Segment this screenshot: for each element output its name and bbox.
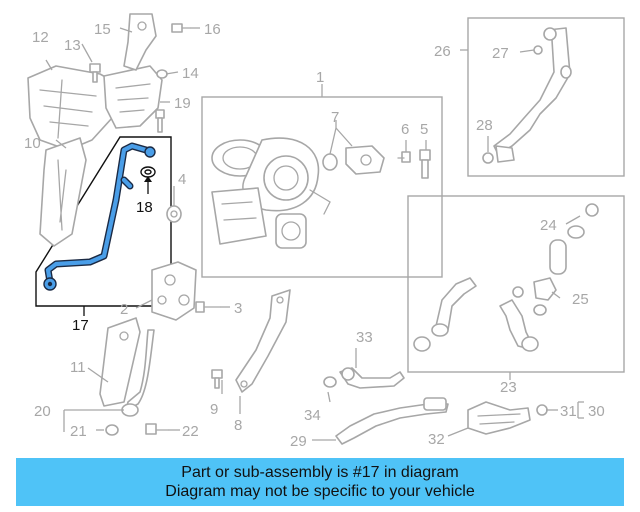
- callout-13: 13: [64, 37, 81, 54]
- bolt-13-part: [89, 63, 101, 83]
- callout-10: 10: [24, 135, 41, 152]
- callout-24: 24: [540, 217, 557, 234]
- oring-31-part: [536, 404, 548, 416]
- bracket-8-part: [235, 289, 291, 393]
- fitting-25-part: [533, 277, 557, 301]
- oring-21-part: [105, 424, 119, 436]
- callout-14: 14: [182, 65, 199, 82]
- washer-14-part: [156, 69, 168, 79]
- turbo-oring-part: [322, 153, 338, 171]
- bolt-16-part: [171, 23, 191, 33]
- oil-feed-line-17-part: [43, 142, 156, 291]
- callout-3: 3: [234, 300, 242, 317]
- pipe-33-part: [339, 367, 405, 389]
- bolt-9-part: [211, 369, 223, 389]
- callout-19: 19: [174, 95, 191, 112]
- callout-1: 1: [316, 69, 324, 86]
- callout-32: 32: [428, 431, 445, 448]
- parts-diagram: 1 2 3 4 5 6 7 8 9 10 11 12 13 14 15 16 1…: [24, 13, 625, 450]
- callout-18: 18: [136, 199, 153, 216]
- callout-25: 25: [572, 291, 589, 308]
- callout-15: 15: [94, 21, 111, 38]
- gasket-2-part: [151, 261, 197, 321]
- plug-4-part: [166, 205, 182, 223]
- oil-return-group-frame: [407, 195, 625, 373]
- callout-28: 28: [476, 117, 493, 134]
- callout-27: 27: [492, 45, 509, 62]
- stud-bolt-6-part: [397, 151, 411, 163]
- oil-feed-line-frame: [35, 136, 172, 307]
- callout-22: 22: [182, 423, 199, 440]
- callout-17: 17: [72, 317, 89, 334]
- fitting-5-part: [419, 149, 431, 179]
- tube-24-part: [549, 239, 567, 275]
- callout-29: 29: [290, 433, 307, 450]
- support-bracket-11-part: [99, 317, 141, 407]
- callout-4: 4: [178, 171, 186, 188]
- callout-26: 26: [434, 43, 451, 60]
- diagram-notice-banner: Part or sub-assembly is #17 in diagram D…: [16, 458, 624, 506]
- turbo-actuator-part: [345, 145, 385, 175]
- callout-9: 9: [210, 401, 218, 418]
- oring-27-part: [533, 45, 543, 55]
- callout-7: 7: [331, 109, 339, 126]
- callout-20: 20: [34, 403, 51, 420]
- callout-21: 21: [70, 423, 87, 440]
- hose-left-part: [435, 277, 477, 331]
- callout-5: 5: [420, 121, 428, 138]
- callout-34: 34: [304, 407, 321, 424]
- callout-16: 16: [204, 21, 221, 38]
- callout-31: 31: [560, 403, 577, 420]
- heat-shield-12-part: [27, 65, 119, 151]
- coolant-line-group-frame: [467, 17, 625, 177]
- callout-33: 33: [356, 329, 373, 346]
- callout-8: 8: [234, 417, 242, 434]
- bolt-22-part: [145, 423, 169, 435]
- notice-line-disclaimer: Diagram may not be specific to your vehi…: [165, 483, 475, 500]
- pipe-29-part: [335, 403, 449, 445]
- bracket-15-part: [123, 13, 157, 71]
- sealing-washer-18-part: [140, 166, 156, 178]
- callout-23: 23: [500, 379, 517, 396]
- notice-line-part-number: Part or sub-assembly is #17 in diagram: [181, 464, 459, 481]
- turbocharger-part: [211, 137, 331, 249]
- stud-19-part: [155, 109, 165, 133]
- oring-28-part: [482, 152, 494, 164]
- callout-12: 12: [32, 29, 49, 46]
- gasket-34-part: [323, 376, 337, 388]
- flange-32-part: [467, 401, 531, 435]
- callout-11: 11: [70, 359, 86, 376]
- stud-3-part: [195, 301, 221, 313]
- callout-6: 6: [401, 121, 409, 138]
- callout-2: 2: [120, 301, 128, 318]
- heat-shield-14-part: [103, 65, 163, 129]
- callout-30: 30: [588, 403, 605, 420]
